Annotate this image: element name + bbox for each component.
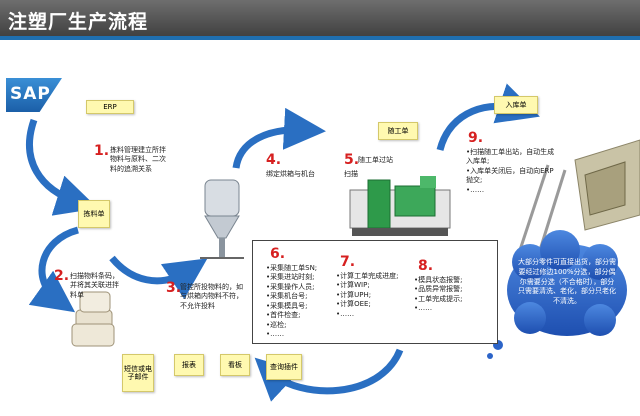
- step-8-item: •模具状态报警;: [414, 276, 463, 284]
- step-5-text: 随工单过站: [358, 156, 393, 164]
- note-kanban: 看板: [220, 354, 250, 376]
- data-collection-panel: [252, 240, 498, 344]
- step-6-item: •采集进站时刻;: [266, 273, 315, 282]
- step-7-item: •计算UPH;: [336, 290, 372, 299]
- step-9-list: •扫描随工单出站，自动生成入库单; •入库单关闭后，自动向ERP抛交; •……: [466, 148, 556, 195]
- step-6-item: •首件检查;: [266, 311, 301, 320]
- step-6-item: •……: [266, 330, 285, 339]
- dryer-machine-illustration: [200, 179, 244, 259]
- step-4-text: 绑定烘箱与机台: [266, 170, 315, 178]
- step-2-number: 2.: [54, 268, 70, 284]
- step-1-text: 拣料管理建立所拌物料与原料、二次料的追溯关系: [110, 146, 166, 173]
- step-4-number: 4.: [266, 152, 282, 168]
- step-5-subtext: 扫描: [344, 170, 358, 178]
- step-7-number: 7.: [340, 254, 356, 270]
- note-picking-list: 拣料单: [78, 200, 110, 228]
- step-6-item: •采集操作人员;: [266, 282, 315, 291]
- step-7-list: •计算工单完成进度; •计算WIP; •计算UPH; •计算OEE; •……: [336, 272, 408, 319]
- step-9-item: •扫描随工单出站，自动生成入库单;: [466, 148, 555, 166]
- step-8-item: •工单完成提示;: [414, 294, 463, 303]
- note-erp: ERP: [86, 100, 134, 114]
- note-report: 报表: [174, 354, 204, 376]
- step-3-number: 3.: [166, 280, 182, 296]
- step-5-number: 5.: [344, 152, 360, 168]
- arrow-scan-to-feeder: [109, 255, 208, 300]
- step-8-item: •……: [414, 304, 433, 313]
- step-6-item: •采集随工单SN;: [266, 264, 318, 272]
- note-storage: 入库单: [494, 96, 538, 114]
- step-6-item: •采集模具号;: [266, 301, 308, 310]
- step-9-number: 9.: [468, 130, 484, 146]
- warehouse-illustration: [518, 139, 640, 251]
- arrow-bottom-return: [254, 348, 404, 402]
- note-flow-card: 随工单: [378, 122, 418, 140]
- injection-machine-illustration: [349, 176, 451, 236]
- step-2-text: 扫描物料条码，并将其关联进拌料单: [70, 272, 119, 299]
- step-3-text: 管控所投物料的，如与烘箱内物料不符，不允许投料: [180, 283, 243, 310]
- note-query: 查询插件: [266, 354, 302, 380]
- step-7-item: •计算WIP;: [336, 281, 370, 290]
- step-8-number: 8.: [418, 258, 434, 274]
- step-9-item: •……: [466, 185, 485, 194]
- material-sacks-illustration: [71, 291, 115, 347]
- note-drawing: 短信或电子邮件: [122, 354, 154, 392]
- title-underline: [0, 36, 640, 40]
- arrow-picking-to-scan: [28, 226, 80, 313]
- arrow-feeder-to-oven: [232, 107, 326, 169]
- step-1-number: 1.: [94, 143, 110, 159]
- step-6-item: •采集机台号;: [266, 292, 308, 301]
- step-6-item: •巡检;: [266, 320, 287, 329]
- speech-cloud: [487, 230, 627, 359]
- step-7-item: •计算工单完成进度;: [336, 272, 399, 280]
- page-title: 注塑厂生产流程: [8, 11, 149, 33]
- step-7-item: •……: [336, 309, 355, 318]
- arrow-sap-to-picking: [26, 118, 99, 216]
- title-bar: 注塑厂生产流程: [0, 0, 640, 40]
- step-6-list: •采集随工单SN; •采集进站时刻; •采集操作人员; •采集机台号; •采集模…: [266, 264, 332, 340]
- step-8-list: •模具状态报警; •品质异常报警; •工单完成提示; •……: [414, 276, 494, 314]
- step-8-item: •品质异常报警;: [414, 285, 463, 294]
- step-7-item: •计算OEE;: [336, 300, 371, 309]
- cloud-annotation: 大部分零件可直接出货，部分需要经过修边100%分选，部分偶尔需要分选（不合格时）…: [518, 258, 616, 306]
- step-9-item: •入库单关闭后，自动向ERP抛交;: [466, 166, 554, 185]
- step-6-number: 6.: [270, 246, 286, 262]
